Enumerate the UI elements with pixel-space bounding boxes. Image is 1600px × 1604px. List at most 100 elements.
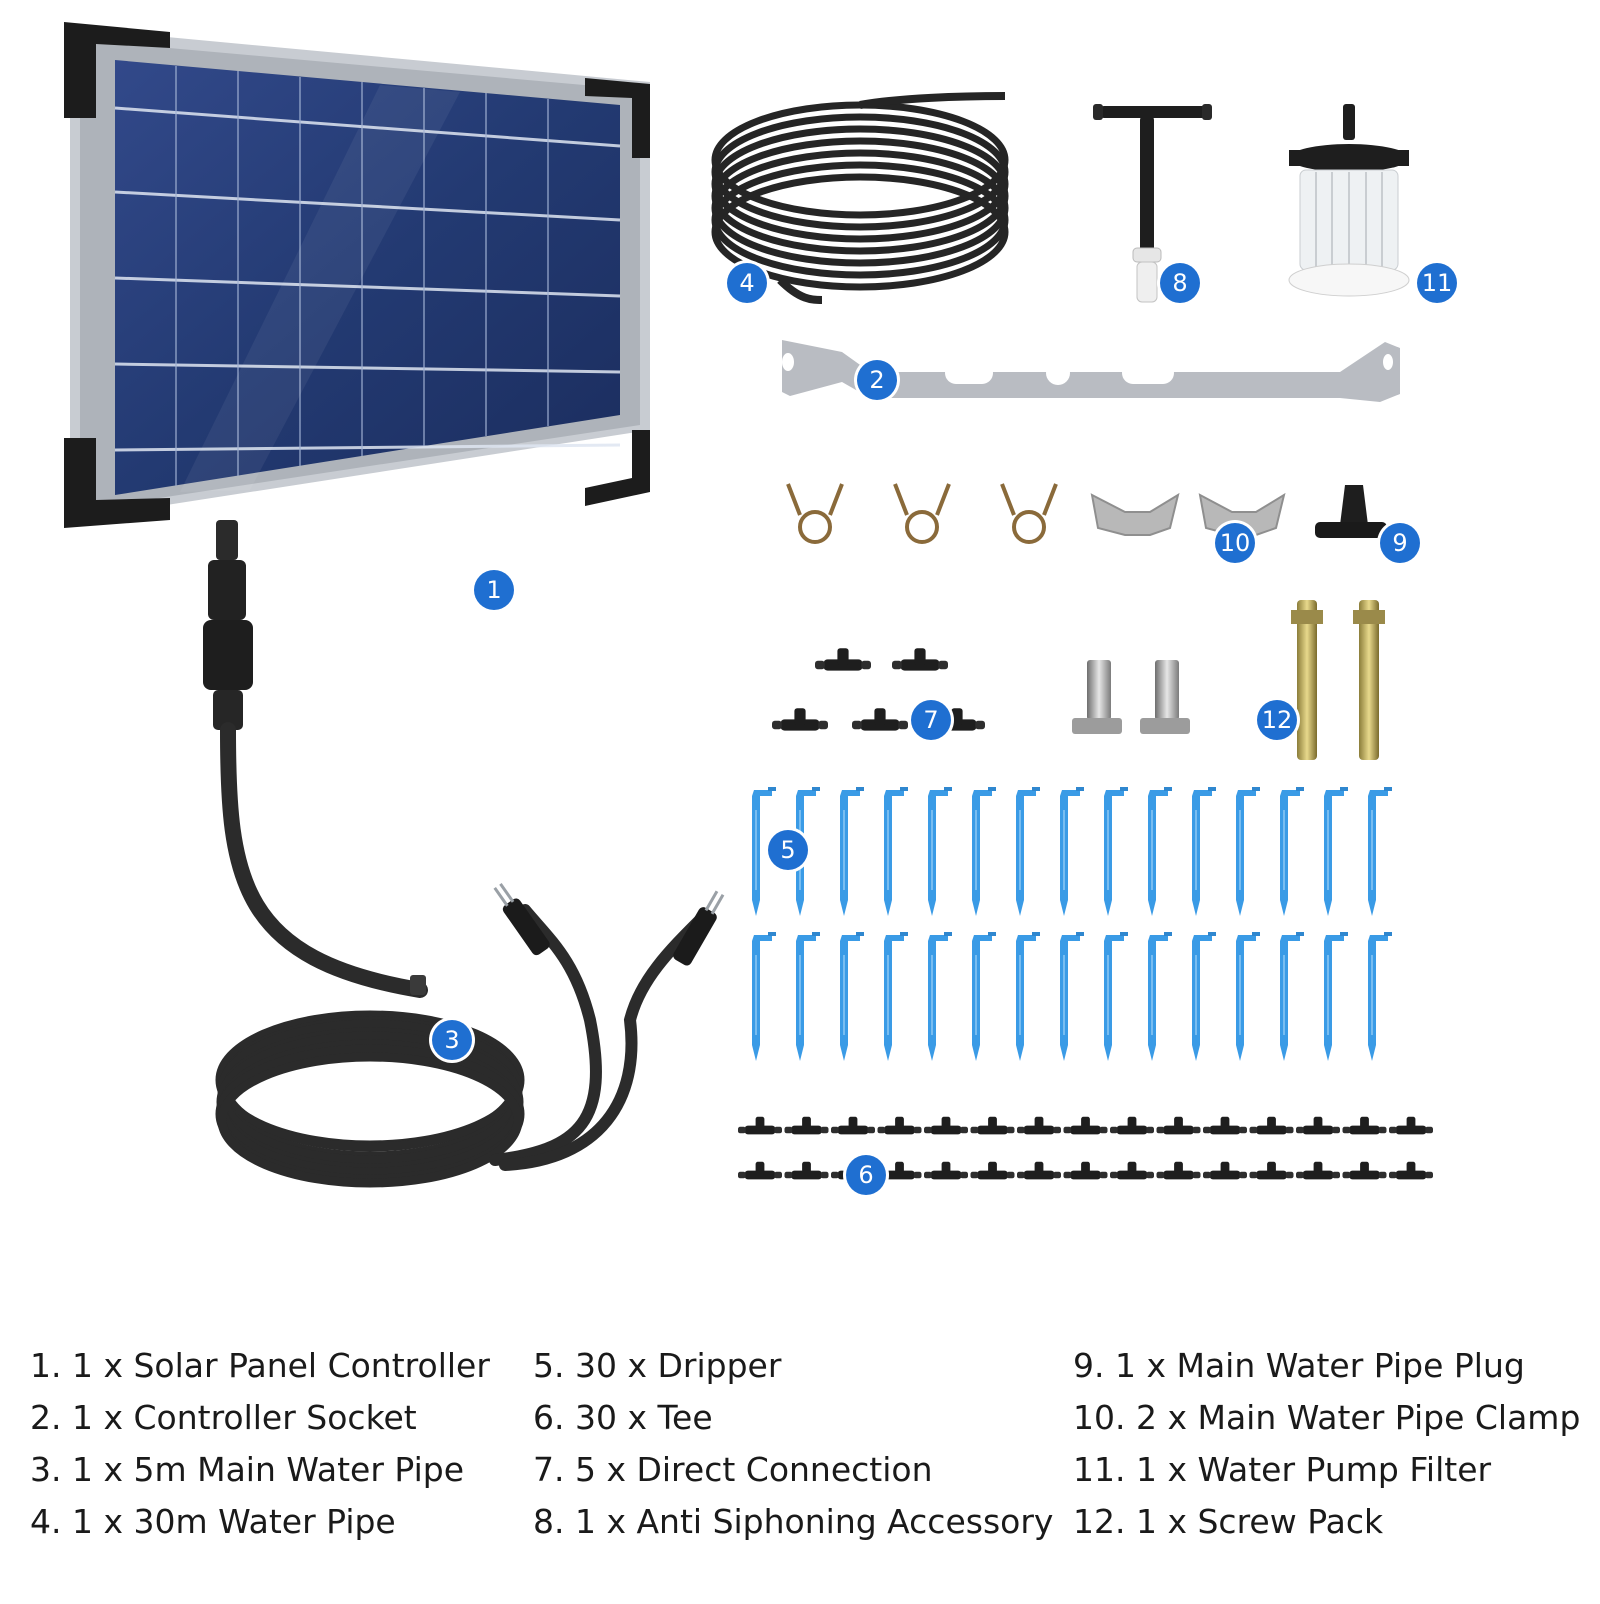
legend-item-3: 3. 1 x 5m Main Water Pipe [30, 1450, 465, 1489]
tee-icon [1389, 1161, 1433, 1180]
tee-icon [970, 1116, 1015, 1135]
tee-icon [738, 1161, 782, 1180]
dripper-icon [883, 786, 909, 917]
tee-icon [1342, 1161, 1387, 1180]
tee-icon [1342, 1116, 1387, 1135]
dripper-icon [839, 786, 865, 917]
dripper-icon [927, 931, 953, 1062]
legend-item-7: 7. 5 x Direct Connection [533, 1450, 933, 1489]
tee-icon [1296, 1161, 1340, 1180]
tee-icon [784, 1161, 829, 1180]
tee-icon [1249, 1161, 1294, 1180]
badge-6: 6 [846, 1155, 886, 1195]
badge-2: 2 [857, 360, 897, 400]
dripper-icon [1367, 931, 1393, 1062]
solar-panel-icon [64, 22, 650, 528]
tee-icon [924, 1161, 968, 1180]
badge-4: 4 [727, 263, 767, 303]
legend-item-10: 10. 2 x Main Water Pipe Clamp [1073, 1398, 1581, 1437]
tee-icon [970, 1161, 1015, 1180]
dripper-icon [1147, 786, 1173, 917]
tee-icon [877, 1116, 922, 1135]
pipe-connector-right [673, 890, 725, 966]
legend-item-8: 8. 1 x Anti Siphoning Accessory [533, 1502, 1054, 1541]
clamp-icon [786, 483, 1058, 544]
dripper-icon [1191, 786, 1217, 917]
dripper-icon [751, 931, 777, 1062]
badge-12: 12 [1257, 700, 1297, 740]
dripper-icon [1323, 786, 1349, 917]
dripper-icon [1059, 786, 1085, 917]
legend-column-3: 9. 1 x Main Water Pipe Plug 10. 2 x Main… [1073, 1340, 1580, 1548]
dripper-icon [1103, 786, 1129, 917]
dripper-icon [1323, 931, 1349, 1062]
dripper-icon [1059, 931, 1085, 1062]
tee-icon [1110, 1161, 1154, 1180]
tee-icon [738, 1116, 782, 1135]
dripper-icon [1015, 786, 1041, 917]
legend-item-1: 1. 1 x Solar Panel Controller [30, 1346, 490, 1385]
tee-icon [1017, 1161, 1061, 1180]
wing-nut-icon [1090, 492, 1286, 536]
legend-item-9: 9. 1 x Main Water Pipe Plug [1073, 1346, 1525, 1385]
tee-icon [1156, 1161, 1201, 1180]
dripper-icon [1191, 931, 1217, 1062]
legend-column-2: 5. 30 x Dripper 6. 30 x Tee 7. 5 x Direc… [533, 1340, 1053, 1548]
controller-cable-icon [203, 520, 706, 1188]
tee-icon [1389, 1116, 1433, 1135]
tee-icon [784, 1116, 829, 1135]
tee-icon [1017, 1116, 1061, 1135]
plug-icon [1315, 485, 1387, 538]
dripper-icon [795, 931, 821, 1062]
legend-item-6: 6. 30 x Tee [533, 1398, 713, 1437]
bracket-icon [782, 340, 1400, 402]
legend-item-11: 11. 1 x Water Pump Filter [1073, 1450, 1492, 1489]
dripper-icon [1015, 931, 1041, 1062]
badge-11: 11 [1417, 263, 1457, 303]
badge-8: 8 [1160, 263, 1200, 303]
badge-9: 9 [1380, 523, 1420, 563]
badge-1: 1 [474, 570, 514, 610]
tee-group [738, 1116, 1433, 1180]
tee-icon [1296, 1116, 1340, 1135]
tee-icon [1203, 1116, 1247, 1135]
legend-column-1: 1. 1 x Solar Panel Controller 2. 1 x Con… [30, 1340, 490, 1548]
tee-icon [1249, 1116, 1294, 1135]
dripper-icon [1367, 786, 1393, 917]
filter-icon [1288, 104, 1410, 297]
legend-item-12: 12. 1 x Screw Pack [1073, 1502, 1384, 1541]
bolt-icon [1072, 660, 1190, 734]
legend-item-2: 2. 1 x Controller Socket [30, 1398, 417, 1437]
tee-icon [831, 1116, 875, 1135]
dripper-icon [1103, 931, 1129, 1062]
tee-icon [1110, 1116, 1154, 1135]
dripper-icon [1235, 786, 1261, 917]
badge-10: 10 [1215, 523, 1255, 563]
dripper-icon [927, 786, 953, 917]
tee-icon [1063, 1116, 1108, 1135]
dripper-icon [1235, 931, 1261, 1062]
dripper-group [751, 786, 1393, 1062]
dripper-icon [1279, 931, 1305, 1062]
badge-3: 3 [432, 1020, 472, 1060]
tee-icon [772, 648, 985, 731]
tee-icon [1203, 1161, 1247, 1180]
dripper-icon [839, 931, 865, 1062]
coiled-pipe-icon [215, 1010, 525, 1188]
legend-item-5: 5. 30 x Dripper [533, 1346, 782, 1385]
tee-icon [1156, 1116, 1201, 1135]
tee-icon [924, 1116, 968, 1135]
dripper-icon [971, 786, 997, 917]
dripper-icon [971, 931, 997, 1062]
dripper-icon [1279, 786, 1305, 917]
anti-siphon-icon [1093, 104, 1212, 303]
coiled-pipe-icon [711, 92, 1009, 304]
badge-5: 5 [768, 830, 808, 870]
pipe-connector-left [493, 882, 550, 956]
legend-item-4: 4. 1 x 30m Water Pipe [30, 1502, 396, 1541]
tee-icon [1063, 1161, 1108, 1180]
badge-7: 7 [911, 700, 951, 740]
anchor-bolt-icon [1291, 600, 1385, 760]
